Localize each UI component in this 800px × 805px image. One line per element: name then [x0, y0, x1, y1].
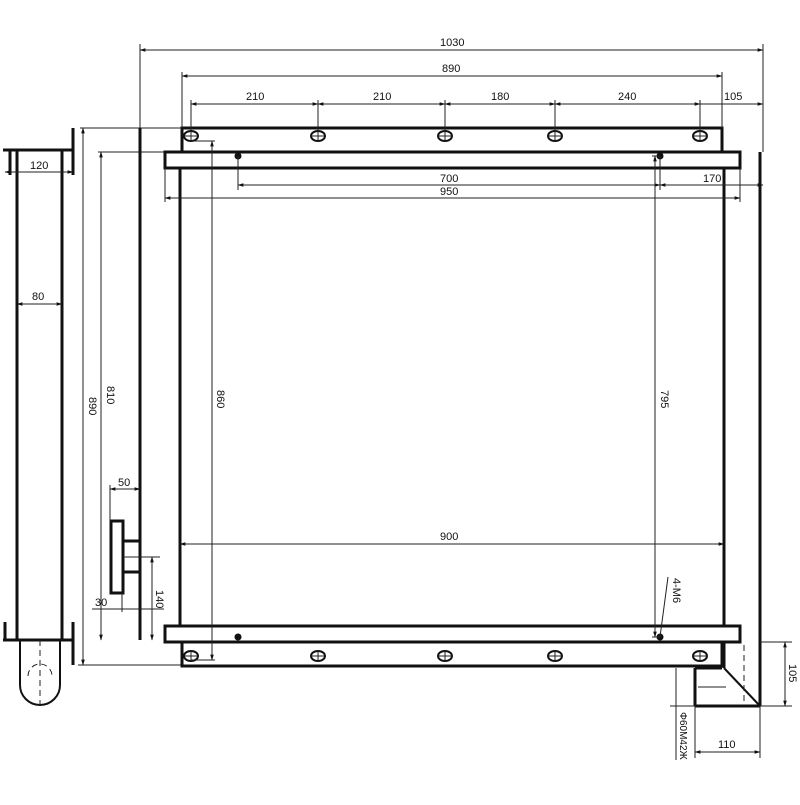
dim-right-offset: 105 [724, 91, 742, 103]
dim-side-top-width: 120 [30, 160, 48, 172]
dim-side-body-width: 80 [32, 291, 44, 303]
dim-nozzle-offset: 30 [95, 597, 107, 609]
dim-hole-spacing-4: 240 [618, 91, 636, 103]
vertical-dimensions-left: 890 810 [78, 127, 185, 666]
dim-overall-width: 1030 [440, 37, 464, 49]
top-flange-holes [183, 130, 708, 142]
front-view [163, 126, 762, 668]
dim-frame-width: 950 [440, 186, 458, 198]
dim-hole-spacing-2: 210 [373, 91, 391, 103]
dim-nozzle-right-width: 110 [718, 739, 736, 751]
dim-inner-height: 810 [104, 386, 116, 404]
right-nozzle: 105 110 Φ60M42Ж [670, 641, 798, 761]
dim-flange-hole-height: 860 [214, 390, 226, 408]
dim-nozzle-right-height: 105 [786, 664, 798, 682]
inner-dimensions: 700 170 950 900 860 795 4-M6 [164, 140, 764, 661]
side-view: 120 80 [3, 128, 75, 706]
top-dimensions: 1030 890 210 210 180 240 105 [139, 37, 764, 152]
left-nozzle: 50 30 140 [92, 128, 165, 641]
tapped-hole [234, 633, 242, 641]
dim-hole-spacing-1: 210 [246, 91, 264, 103]
dim-core-width: 900 [440, 531, 458, 543]
dim-nozzle-height: 140 [153, 590, 165, 608]
dim-tapped-hole-height: 795 [658, 390, 670, 408]
dim-hole-spacing-3: 180 [491, 91, 509, 103]
dim-tapped-hole-spacing: 700 [440, 173, 458, 185]
bottom-flange-holes [183, 650, 708, 662]
nozzle-spec: Φ60M42Ж [677, 712, 688, 761]
dim-right-edge-offset: 170 [703, 173, 721, 185]
dim-nozzle-width: 50 [118, 477, 130, 489]
thread-callout: 4-M6 [670, 578, 682, 603]
dim-overall-height: 890 [86, 397, 98, 415]
dim-flange-width: 890 [442, 63, 460, 75]
